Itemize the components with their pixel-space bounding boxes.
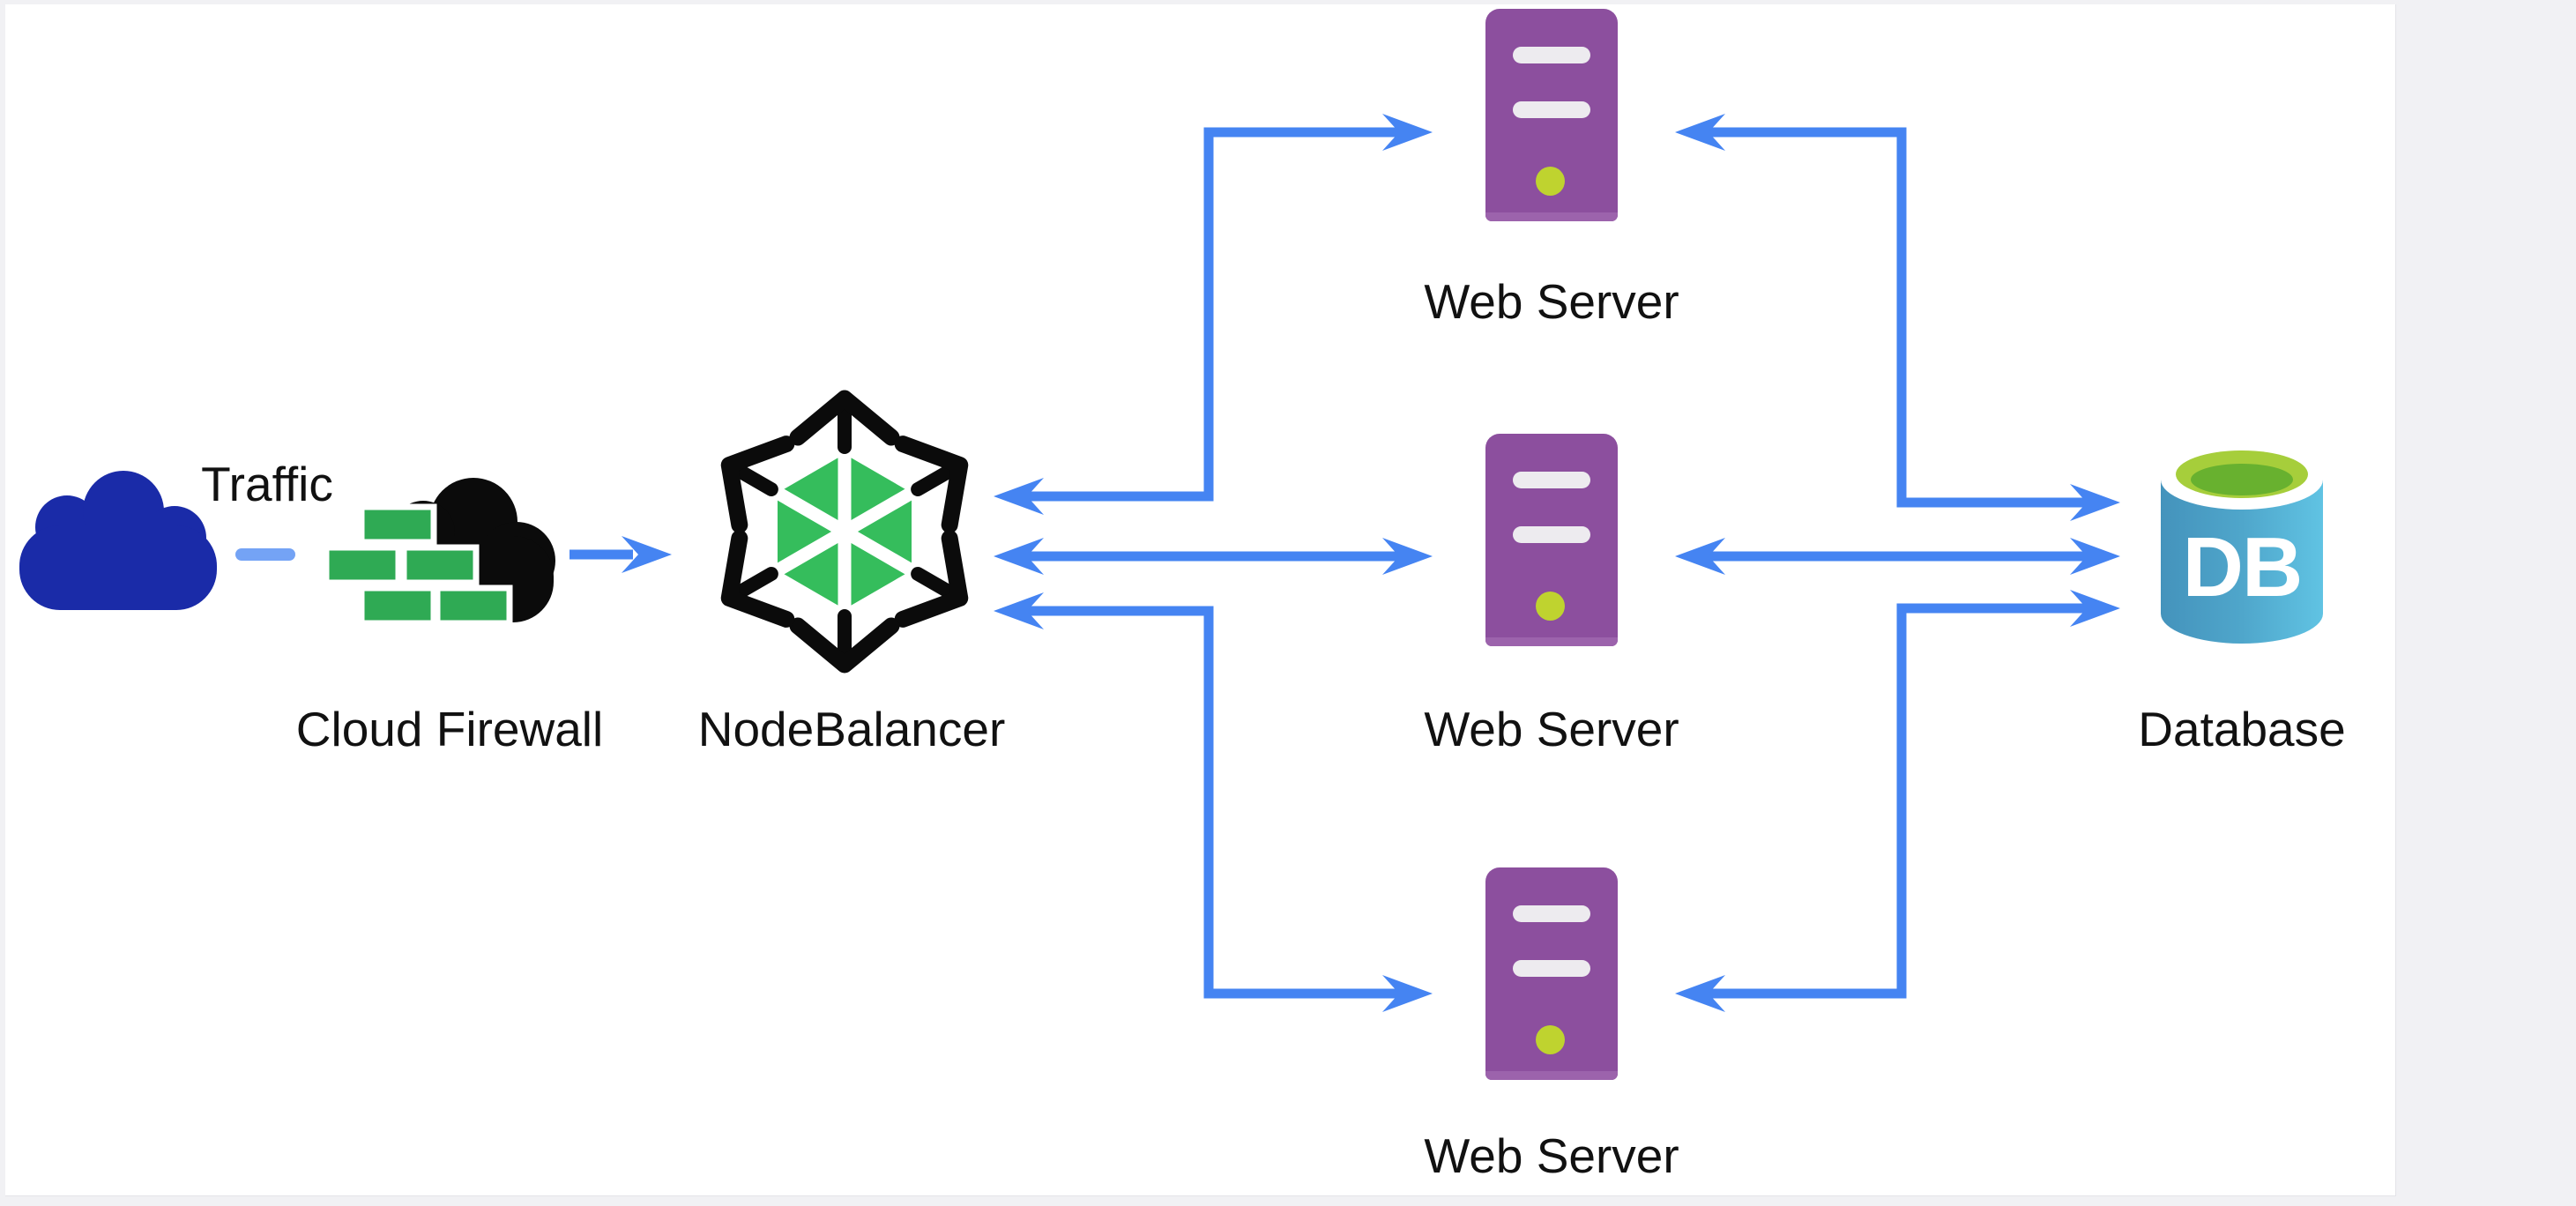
traffic-node xyxy=(12,471,224,614)
arrowhead-right xyxy=(622,536,672,573)
radiating-arrows xyxy=(720,390,969,674)
arrowhead-left xyxy=(994,592,1044,629)
web-server-3-label: Web Server xyxy=(1424,1128,1679,1183)
edge-web3-database xyxy=(1675,590,2120,1012)
web-server-1-label: Web Server xyxy=(1424,273,1679,329)
edge-web1-database xyxy=(1675,114,2120,521)
arrowhead-right xyxy=(2070,590,2120,627)
arrowhead-right xyxy=(1382,975,1433,1012)
db-badge-text: DB xyxy=(2183,520,2302,614)
database-node: DB xyxy=(2158,437,2326,657)
web-server-1-node xyxy=(1485,9,1618,221)
server-slot xyxy=(1513,960,1590,977)
nodebalancer-node xyxy=(711,384,979,683)
arrowhead-left xyxy=(994,538,1044,575)
server-base xyxy=(1485,212,1618,221)
server-led-icon xyxy=(1536,167,1565,196)
edge-nodebalancer-web3 xyxy=(994,592,1433,1012)
arrowhead-right xyxy=(1382,538,1433,575)
arrowhead-left xyxy=(1675,114,1725,151)
cloud-icon xyxy=(19,471,217,610)
cloud-firewall-label: Cloud Firewall xyxy=(295,701,604,756)
edge-line xyxy=(1014,606,1403,999)
nodebalancer-label: NodeBalancer xyxy=(697,701,1006,756)
edge-line xyxy=(1703,127,2091,508)
brick-wall-icon xyxy=(323,503,513,627)
server-slot xyxy=(1513,472,1590,488)
arrowhead-right xyxy=(2070,484,2120,521)
edge-line xyxy=(1014,127,1403,502)
edge-line xyxy=(1703,603,2091,999)
web-server-2-node xyxy=(1485,434,1618,646)
edge-nodebalancer-web2 xyxy=(994,538,1433,575)
database-icon: DB xyxy=(2161,450,2323,644)
server-slot xyxy=(1513,905,1590,922)
server-led-icon xyxy=(1536,1025,1565,1054)
traffic-label: Traffic xyxy=(201,456,333,511)
server-base xyxy=(1485,637,1618,646)
server-led-icon xyxy=(1536,592,1565,621)
database-label: Database xyxy=(2138,701,2346,756)
web-server-2-label: Web Server xyxy=(1424,701,1679,756)
server-slot xyxy=(1513,101,1590,118)
arrowhead-right xyxy=(2070,538,2120,575)
firewall-icon xyxy=(323,478,555,627)
arrowhead-left xyxy=(1675,538,1725,575)
arrowhead-left xyxy=(994,478,1044,515)
edge-nodebalancer-web1 xyxy=(994,114,1433,515)
server-slot xyxy=(1513,47,1590,63)
arrowhead-right xyxy=(1382,114,1433,151)
hex-spokes xyxy=(771,447,919,616)
cloud-firewall-node xyxy=(319,474,559,630)
edge-firewall-nodebalancer xyxy=(570,536,672,573)
edge-web2-database xyxy=(1675,538,2120,575)
web-server-3-node xyxy=(1485,867,1618,1080)
server-slot xyxy=(1513,526,1590,543)
nodebalancer-icon xyxy=(720,390,969,674)
arrowhead-left xyxy=(1675,975,1725,1012)
server-base xyxy=(1485,1071,1618,1080)
